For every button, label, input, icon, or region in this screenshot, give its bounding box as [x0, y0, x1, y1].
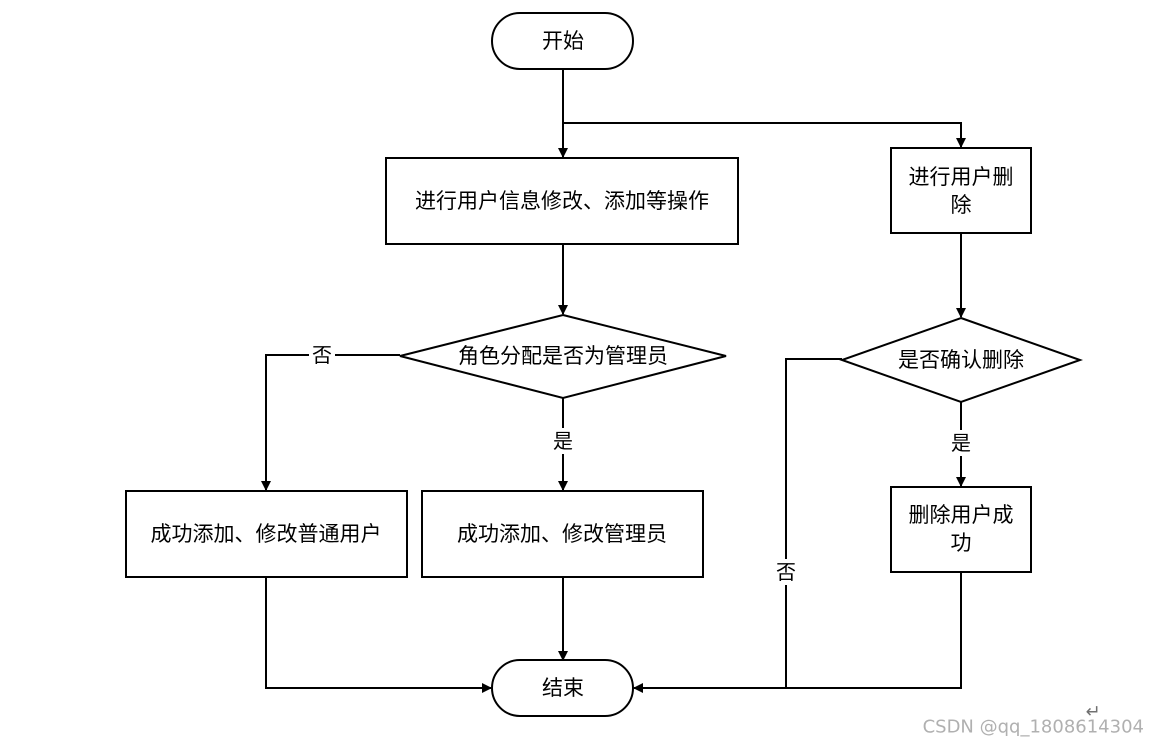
- end-label: 结束: [542, 676, 584, 700]
- role-check-label: 角色分配是否为管理员: [458, 344, 668, 368]
- edit-admin-label: 成功添加、修改管理员: [457, 522, 667, 546]
- watermark-text: CSDN @qq_1808614304: [923, 717, 1144, 738]
- start-label: 开始: [542, 29, 584, 53]
- edge-normal-to-end: [265, 577, 492, 693]
- confirm-delete-decision: 是否确认删除: [838, 316, 1084, 404]
- edit-normal-label: 成功添加、修改普通用户: [151, 522, 382, 546]
- end-node: 结束: [491, 659, 634, 717]
- edge-label-confirm-yes: 是: [951, 431, 971, 455]
- edge-label-role-yes: 是: [553, 429, 573, 453]
- delete-success-process: 删除用户成 功: [890, 486, 1032, 573]
- edge-start-to-delete: [563, 122, 966, 148]
- edit-user-process: 进行用户信息修改、添加等操作: [385, 157, 739, 245]
- role-check-decision: 角色分配是否为管理员: [399, 313, 727, 400]
- edge-label-confirm-no: 否: [776, 560, 796, 584]
- delete-success-label-line2: 功: [951, 531, 972, 555]
- nodes: 开始 进行用户信息修改、添加等操作 角色分配是否为管理员 成功添加、修改普通用户…: [125, 12, 1084, 717]
- edge-labels: 否 是 是 否: [309, 342, 974, 585]
- delete-success-label-line1: 删除用户成: [909, 503, 1014, 527]
- delete-user-label-line2: 除: [951, 193, 972, 217]
- edge-confirm-no: [785, 358, 842, 688]
- edit-user-label: 进行用户信息修改、添加等操作: [415, 189, 709, 213]
- return-arrow-icon: ↵: [1085, 702, 1100, 723]
- delete-user-label-line1: 进行用户删: [909, 165, 1014, 189]
- edge-label-role-no: 否: [312, 343, 332, 367]
- delete-user-process: 进行用户删 除: [890, 147, 1032, 234]
- edit-admin-process: 成功添加、修改管理员: [421, 490, 704, 578]
- start-node: 开始: [491, 12, 634, 70]
- edit-normal-process: 成功添加、修改普通用户: [125, 490, 408, 578]
- edge-role-no: [261, 354, 400, 491]
- confirm-delete-label: 是否确认删除: [898, 348, 1024, 372]
- edge-success-to-end: [633, 572, 962, 693]
